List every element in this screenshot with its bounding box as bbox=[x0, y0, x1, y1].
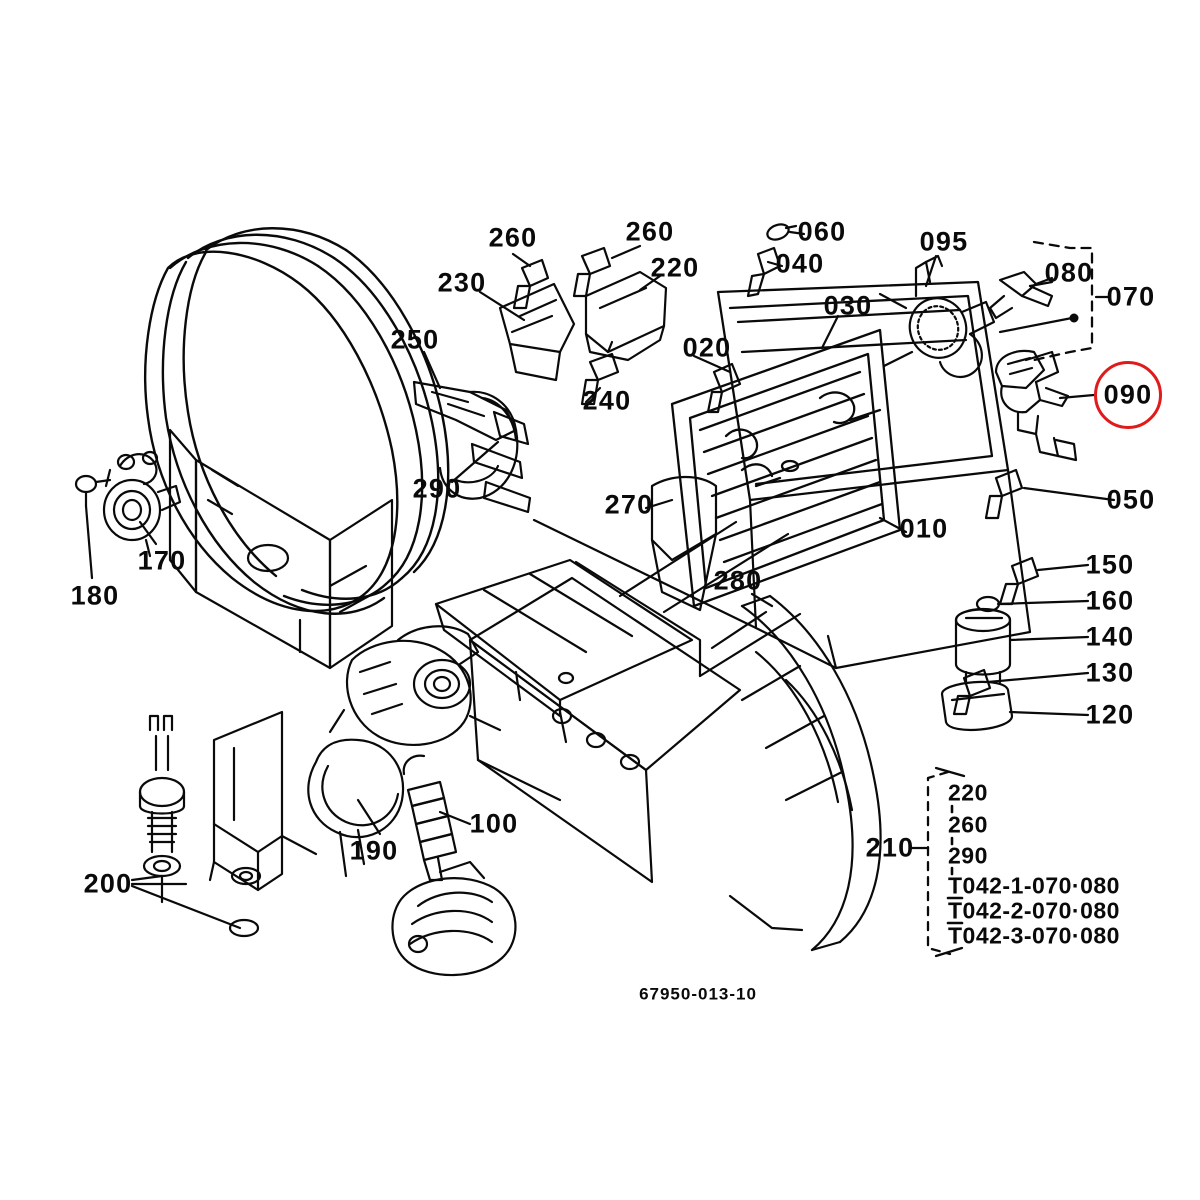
hose-clamp-250-290 bbox=[412, 380, 532, 514]
group-table-row-2: 290 bbox=[948, 842, 988, 869]
bolt-020 bbox=[706, 362, 742, 414]
group-table-row-0: 220 bbox=[948, 779, 988, 806]
callout-090: 090 bbox=[1103, 379, 1153, 410]
bolt-240 bbox=[580, 352, 620, 406]
bracket-220 bbox=[584, 270, 668, 362]
chassis-frame-rails bbox=[434, 520, 802, 718]
fan-bolt-180 bbox=[74, 474, 112, 508]
leader-070-terminal bbox=[1069, 313, 1079, 323]
fan-pulley-assembly bbox=[102, 450, 182, 558]
bolt-260-a bbox=[512, 258, 550, 310]
callout-200: 200 bbox=[83, 868, 133, 899]
fender-shield bbox=[710, 594, 882, 952]
group-table-row-4: T042-2-070·080 bbox=[948, 897, 1120, 924]
bolt-050 bbox=[984, 468, 1024, 520]
callout-250: 250 bbox=[390, 324, 440, 355]
table-tick-marks bbox=[946, 804, 964, 925]
radiator-shroud bbox=[144, 227, 450, 615]
shroud-side-plate bbox=[168, 428, 394, 670]
callout-180: 180 bbox=[70, 580, 120, 611]
callout-190: 190 bbox=[349, 835, 399, 866]
radiator-side-panel bbox=[532, 468, 1032, 670]
bracket-230 bbox=[498, 282, 576, 382]
callout-030: 030 bbox=[823, 290, 873, 321]
engine-block bbox=[328, 625, 502, 747]
callout-140: 140 bbox=[1085, 621, 1135, 652]
leader-070-dot bbox=[998, 316, 1074, 334]
callout-290: 290 bbox=[412, 473, 462, 504]
group-callout-210: 210 bbox=[865, 832, 915, 863]
group-bracket-210-corners bbox=[934, 766, 966, 958]
callout-220: 220 bbox=[650, 252, 700, 283]
reservoir-tank-140 bbox=[954, 607, 1012, 684]
bolt-060 bbox=[766, 223, 798, 241]
group-table-row-3: T042-1-070·080 bbox=[948, 872, 1120, 899]
callout-040: 040 bbox=[775, 248, 825, 279]
bolt-130 bbox=[952, 668, 992, 716]
callout-050: 050 bbox=[1106, 484, 1156, 515]
bracket-200-assembly bbox=[208, 710, 318, 892]
water-temp-gauge-095 bbox=[878, 254, 996, 379]
callout-270: 270 bbox=[604, 489, 654, 520]
group-table-row-5: T042-3-070·080 bbox=[948, 922, 1120, 949]
bolt-260-b bbox=[572, 246, 612, 298]
callout-230: 230 bbox=[437, 267, 487, 298]
callout-060: 060 bbox=[797, 216, 847, 247]
callout-080: 080 bbox=[1044, 257, 1094, 288]
group-table-row-1: 260 bbox=[948, 811, 988, 838]
compressor-unit bbox=[391, 860, 517, 977]
callout-095: 095 bbox=[919, 226, 969, 257]
callout-130: 130 bbox=[1085, 657, 1135, 688]
switch-200 bbox=[130, 714, 260, 938]
ignition-key-080 bbox=[988, 270, 1054, 320]
callout-260: 260 bbox=[625, 216, 675, 247]
callout-070: 070 bbox=[1106, 281, 1156, 312]
callout-010: 010 bbox=[899, 513, 949, 544]
group-bracket-210 bbox=[926, 770, 952, 956]
cap-cover-120 bbox=[940, 680, 1014, 732]
callout-020: 020 bbox=[682, 332, 732, 363]
callout-260: 260 bbox=[488, 222, 538, 253]
radiator-core bbox=[670, 328, 902, 608]
callout-160: 160 bbox=[1085, 585, 1135, 616]
drawing-number: 67950-013-10 bbox=[639, 984, 757, 1004]
callout-240: 240 bbox=[582, 385, 632, 416]
hose-190 bbox=[307, 738, 405, 878]
bolt-150 bbox=[998, 556, 1040, 606]
leader-lines bbox=[84, 230, 1116, 930]
callout-280: 280 bbox=[713, 565, 763, 596]
ignition-switch-090 bbox=[994, 349, 1078, 462]
callout-120: 120 bbox=[1085, 699, 1135, 730]
callout-100: 100 bbox=[469, 808, 519, 839]
panel-270 bbox=[650, 476, 718, 612]
callout-150: 150 bbox=[1085, 549, 1135, 580]
callout-170: 170 bbox=[137, 545, 187, 576]
hood-side-cover bbox=[468, 576, 742, 884]
hose-clamp-100 bbox=[402, 754, 458, 882]
